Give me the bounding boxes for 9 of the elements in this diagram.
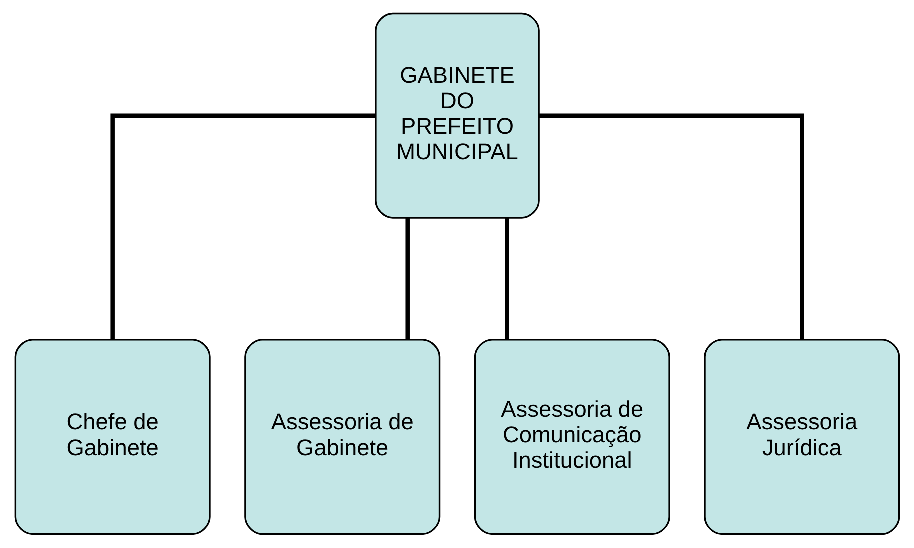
connector — [110, 114, 376, 340]
connector — [504, 218, 509, 340]
node-box: GABINETE DO PREFEITO MUNICIPAL — [374, 12, 540, 219]
connector — [538, 114, 804, 340]
node-box: Assessoria de Comunicação Institucional — [474, 339, 670, 536]
node-box: Assessoria de Gabinete — [244, 339, 440, 536]
node-box: Chefe de Gabinete — [14, 339, 210, 536]
node-box: Assessoria Jurídica — [704, 339, 900, 536]
connector — [405, 218, 410, 340]
